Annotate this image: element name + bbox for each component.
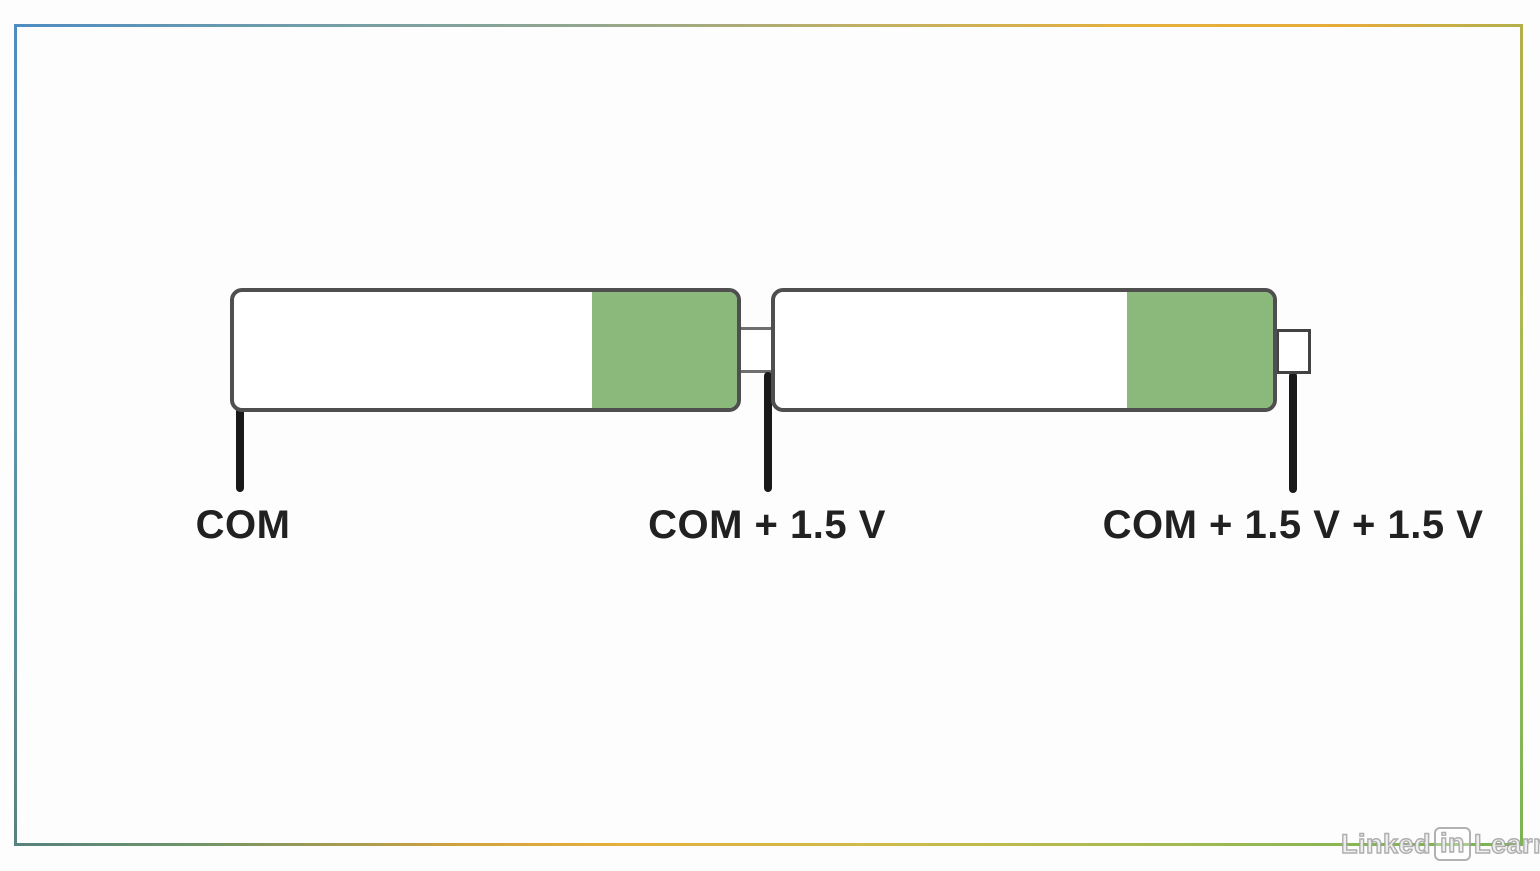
wire-com xyxy=(236,406,244,492)
battery-1-green-band xyxy=(592,292,737,408)
frame-top-edge xyxy=(14,24,1523,27)
voltage-label-com: COM xyxy=(195,503,291,547)
battery-1-positive-terminal xyxy=(737,327,775,373)
voltage-label-com-plus-1-5: COM + 1.5 V xyxy=(648,503,886,547)
linkedin-in-logo-icon: in xyxy=(1434,827,1472,861)
wire-com-plus-1-5 xyxy=(764,372,772,492)
frame-bottom-edge xyxy=(14,843,1523,846)
watermark-linked-text: Linked xyxy=(1340,828,1432,859)
battery-1 xyxy=(230,288,741,412)
frame-right-edge xyxy=(1520,24,1523,846)
frame-left-edge xyxy=(14,24,17,846)
watermark-learning-text: Learning xyxy=(1473,828,1540,859)
battery-2-positive-terminal xyxy=(1276,329,1311,374)
battery-2-green-band xyxy=(1127,292,1273,408)
battery-2 xyxy=(771,288,1277,412)
linkedin-learning-watermark: Linked in Learning xyxy=(1340,827,1540,861)
wire-com-plus-1-5-plus-1-5 xyxy=(1289,372,1297,493)
voltage-label-com-plus-1-5-plus-1-5: COM + 1.5 V + 1.5 V xyxy=(1102,503,1484,547)
